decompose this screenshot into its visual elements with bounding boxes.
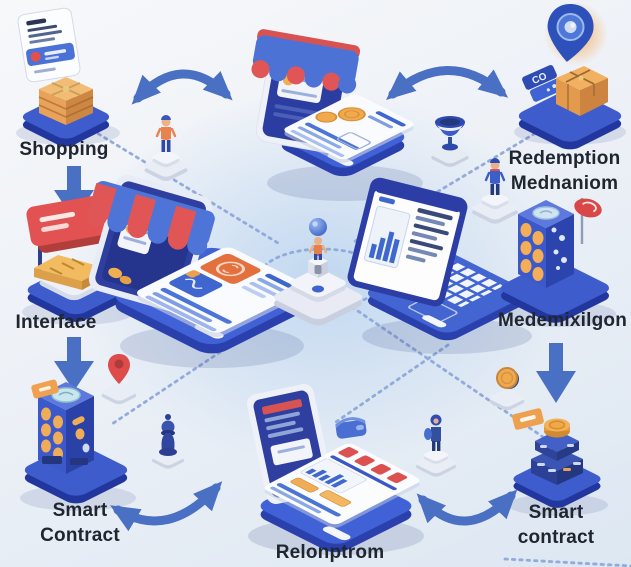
coin-block-icon <box>508 408 608 516</box>
dice-tower-icon <box>500 198 616 327</box>
tower-body <box>38 382 94 474</box>
label-smart-contract-left: Smart Contract <box>5 498 155 548</box>
red-flag-icon <box>574 198 602 218</box>
person-figure-icon <box>144 115 188 182</box>
receipt-package-icon <box>16 7 120 147</box>
arrow-curved-contract-document <box>110 481 223 532</box>
laptop-screen <box>347 177 468 307</box>
pedestal-upper <box>290 269 346 302</box>
label-redemption: Redemption Mednaniom <box>498 146 631 196</box>
arrow-curved-shopping-shop <box>131 69 233 105</box>
awning-icon <box>87 180 215 256</box>
label-line: Smart <box>528 502 584 523</box>
dashed-link-redemption-hub <box>350 120 556 245</box>
chess-piece-icon <box>151 414 185 469</box>
goblet-icon <box>431 116 469 167</box>
globe-figure-icon <box>274 218 362 326</box>
document-page <box>264 443 420 528</box>
arrow-down-shopping-interface <box>54 166 94 220</box>
label-line: Contract <box>40 525 120 547</box>
product-card <box>137 247 307 337</box>
label-line: contract <box>517 527 595 549</box>
gold-coin-pedestal-icon <box>489 367 525 411</box>
block-body <box>531 418 583 485</box>
location-pin-package-icon: CO <box>514 2 626 150</box>
open-document-device-icon <box>246 384 424 555</box>
label-mechanism: Medemixilgon <box>497 310 628 331</box>
storefront-laptop-icon <box>87 174 309 368</box>
arrow-down-interface-contract <box>54 337 94 391</box>
label-line: Mednaniom <box>510 173 619 195</box>
awning-icon <box>251 29 361 94</box>
parcel-stack-icon <box>38 77 94 125</box>
shop-phone-icon <box>251 29 423 201</box>
dashed-link-hub-tower <box>110 305 290 426</box>
tower-body <box>518 200 574 288</box>
label-line: Smart <box>52 500 108 521</box>
gold-coin-icon <box>544 418 570 438</box>
machine <box>308 256 328 293</box>
orange-tag-icon <box>31 379 59 399</box>
location-pin-icon <box>547 4 594 62</box>
dashed-link-hub-coinblock <box>350 305 545 439</box>
payment-card <box>284 94 414 163</box>
arrow-down-mechanism-contract <box>536 343 576 403</box>
label-smart-contract-right: Smart contract <box>486 500 626 550</box>
blue-wallet-icon <box>335 417 367 439</box>
sign-pole-left <box>38 238 42 278</box>
arrow-curved-shop-redemption <box>386 66 509 100</box>
red-map-pin-icon <box>101 354 137 405</box>
label-shopping: Shopping <box>19 139 109 160</box>
receipt-icon <box>17 7 81 83</box>
dashed-link-laptop-document <box>331 343 450 426</box>
dashed-link-shopping-hub <box>90 128 280 245</box>
orange-tag-icon <box>512 408 544 430</box>
dashed-link-bottom-edge <box>503 557 631 567</box>
label-interface: Interface <box>15 312 97 333</box>
figure-with-globe <box>308 218 328 260</box>
analytics-laptop-icon <box>347 177 532 354</box>
label-line: Redemption <box>508 148 621 169</box>
label-receipt-device: Relonptrom <box>275 542 385 563</box>
platform <box>518 90 622 150</box>
parcel-icon <box>556 66 608 116</box>
uniformed-person-icon <box>472 158 518 224</box>
blue-figure-icon <box>415 414 457 477</box>
arrow-curved-document-contract <box>416 489 518 526</box>
token-tower-icon <box>20 379 136 511</box>
